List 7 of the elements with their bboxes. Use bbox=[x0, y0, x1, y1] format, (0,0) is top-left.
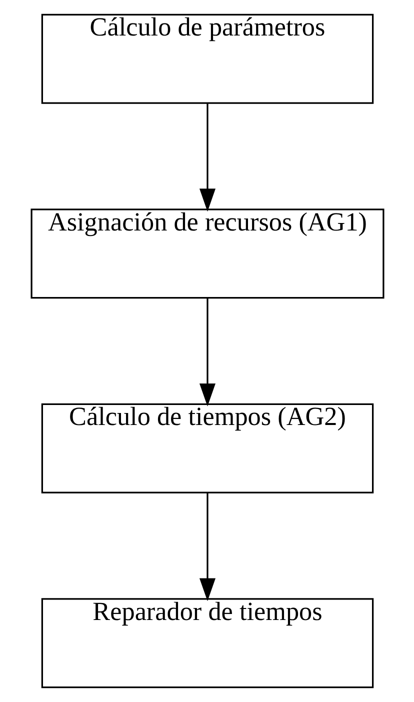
node-box: Reparador de tiempos bbox=[40, 598, 374, 688]
node-box: Asignación de recursos (AG1) bbox=[30, 208, 384, 299]
arrow bbox=[198, 298, 216, 406]
arrow bbox=[198, 103, 216, 212]
node-box: Cálculo de parámetros bbox=[40, 14, 374, 104]
arrow bbox=[198, 493, 216, 602]
node-box: Cálculo de tiempos (AG2) bbox=[40, 403, 374, 494]
